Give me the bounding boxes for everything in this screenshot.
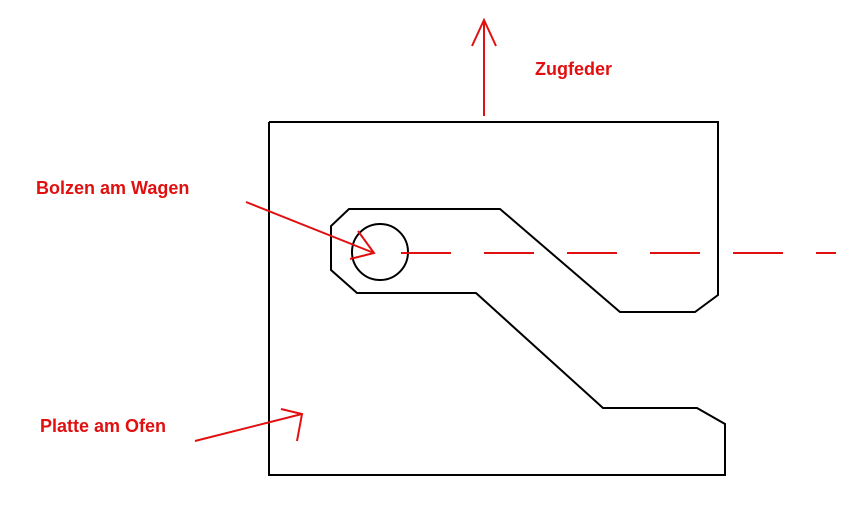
plate-arrow-head [280,408,304,442]
spring-arrow-head [471,17,497,47]
pin-arrow-head [349,230,376,260]
pin-label: Bolzen am Wagen [36,178,190,198]
plate-group [268,121,726,476]
pin-circle [351,223,409,281]
annotation-group [194,17,836,442]
plate-label: Platte am Ofen [40,416,167,436]
spring-label: Zugfeder [535,59,613,79]
plate-outline [268,121,726,476]
plate-arrow-shaft [194,413,303,442]
pin-arrow-shaft [245,201,375,254]
